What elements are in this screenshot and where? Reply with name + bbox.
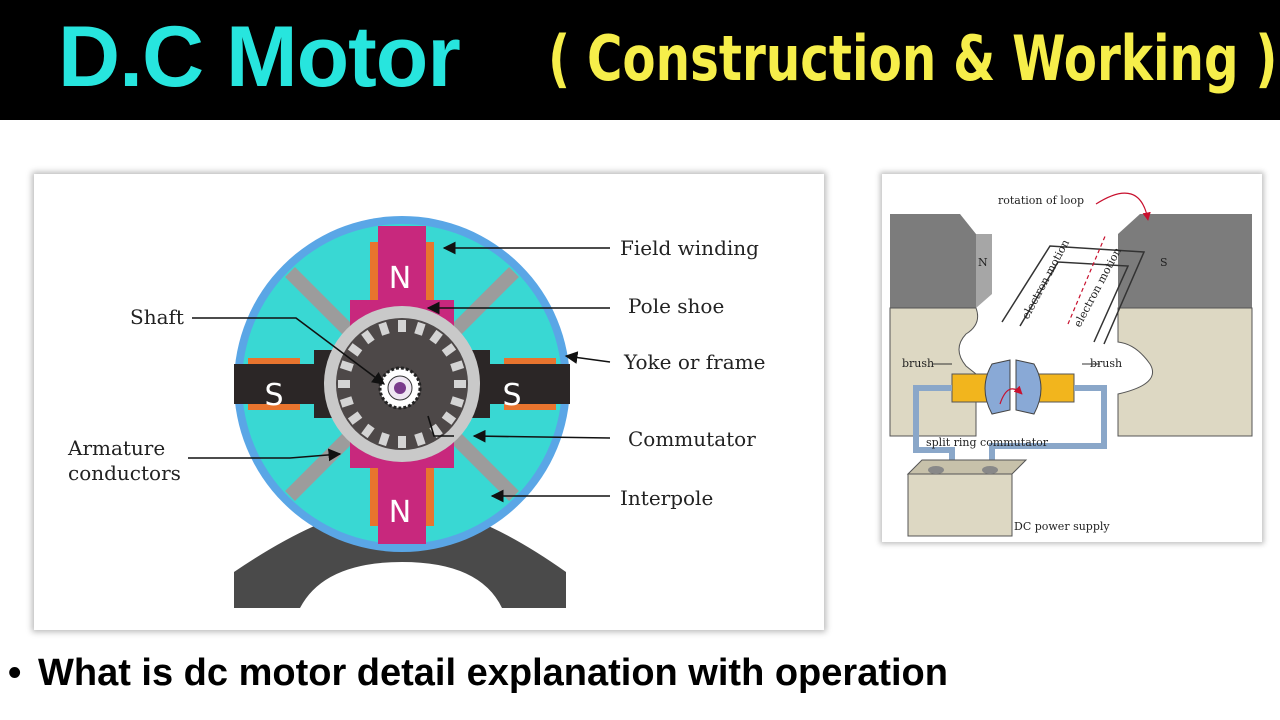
armature-slot xyxy=(398,436,406,448)
wire-right xyxy=(989,385,1107,470)
commutator-half-right xyxy=(1015,359,1042,415)
dc-power-supply xyxy=(907,473,1013,537)
armature-slot xyxy=(454,380,466,388)
brush-left-label: brush xyxy=(902,357,934,370)
motor-cross-section-diagram: N N S S Field winding Pole shoe Yoke or … xyxy=(67,216,765,608)
label-interpole: Interpole xyxy=(620,486,713,510)
armature-slot xyxy=(398,320,406,332)
magnet-south-lower xyxy=(1117,307,1253,437)
armature-slot xyxy=(450,396,465,408)
label-armature-line1: Armature xyxy=(67,436,165,460)
split-ring-diagram: N S electron motion electron motion rota… xyxy=(889,192,1253,537)
armature-slot xyxy=(429,329,443,345)
label-pole-shoe: Pole shoe xyxy=(628,294,724,318)
caption-text: What is dc motor detail explanation with… xyxy=(38,652,948,694)
brush-right-label: brush xyxy=(1090,357,1122,370)
commutator-label: split ring commutator xyxy=(926,436,1049,449)
label-yoke-or-frame: Yoke or frame xyxy=(623,350,765,374)
armature-slot xyxy=(450,360,465,372)
magnet-north-face xyxy=(890,234,992,308)
armature-slot xyxy=(414,321,426,336)
page-subtitle: ( Construction & Working ) xyxy=(548,22,1278,95)
armature-slot xyxy=(339,360,354,372)
magnet-south-label: S xyxy=(1160,256,1168,269)
armature-slot xyxy=(361,329,375,345)
north-pole-bottom-label: N xyxy=(389,495,411,530)
magnet-north-label: N xyxy=(978,256,988,269)
magnet-north-lower xyxy=(889,307,979,437)
label-shaft: Shaft xyxy=(130,305,184,329)
wire-left xyxy=(913,385,955,470)
armature-slot xyxy=(441,411,457,425)
electron-motion-left-label: electron motion xyxy=(1019,237,1072,321)
north-pole-top-label: N xyxy=(389,261,411,296)
page-title: D.C Motor xyxy=(58,9,461,105)
armature-slot xyxy=(347,411,363,425)
rotation-label: rotation of loop xyxy=(998,194,1084,207)
armature-slot xyxy=(429,423,443,439)
magnet-north xyxy=(890,214,976,308)
south-pole-right-label: S xyxy=(502,378,521,413)
south-pole-left-label: S xyxy=(264,378,283,413)
armature-slot xyxy=(338,380,350,388)
armature-slot xyxy=(378,321,390,336)
armature-slot xyxy=(378,432,390,447)
label-armature-line2: conductors xyxy=(68,461,181,485)
armature-slot xyxy=(414,432,426,447)
coil-loop xyxy=(1001,245,1146,345)
armature-slot xyxy=(441,343,457,357)
commutator-half-left xyxy=(984,359,1011,415)
armature-slot xyxy=(361,423,375,439)
caption: • What is dc motor detail explanation wit… xyxy=(8,652,948,695)
armature-slot xyxy=(347,343,363,357)
armature-slot xyxy=(339,396,354,408)
rotation-arrow xyxy=(1095,192,1151,221)
split-ring-diagram-panel: N S electron motion electron motion rota… xyxy=(882,174,1262,542)
label-commutator: Commutator xyxy=(628,427,756,451)
title-banner: D.C Motor ( Construction & Working ) xyxy=(0,0,1280,120)
caption-bullet: • xyxy=(8,652,22,694)
magnet-south xyxy=(1118,214,1252,308)
armature-slots xyxy=(338,320,466,448)
label-field-winding: Field winding xyxy=(620,236,759,260)
motor-cross-section-panel: N N S S Field winding Pole shoe Yoke or … xyxy=(34,174,824,630)
shaft-core xyxy=(394,382,406,394)
dc-power-supply-label: DC power supply xyxy=(1014,520,1110,533)
